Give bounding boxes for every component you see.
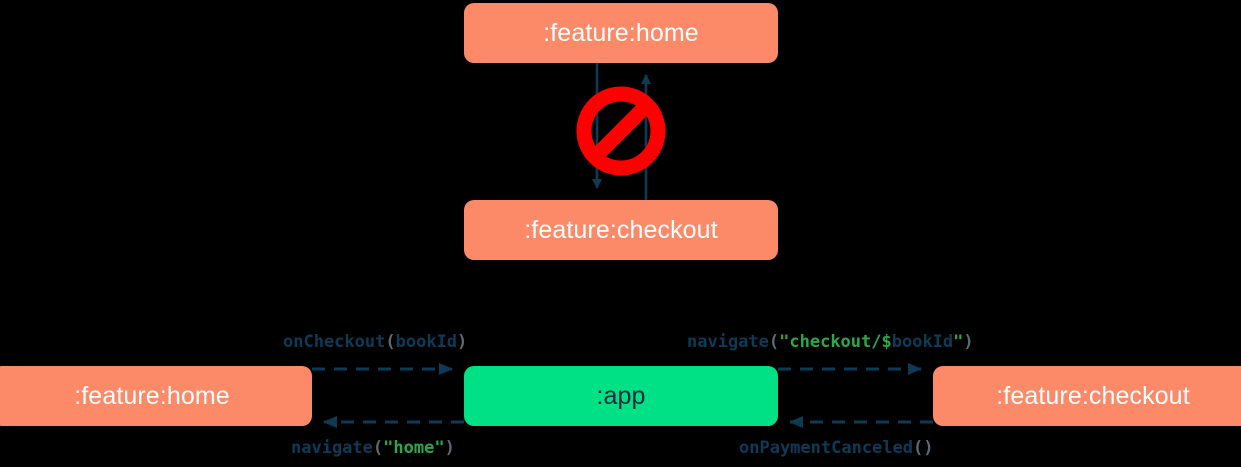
node-feature-home-bottom[interactable]: :feature:home (0, 366, 312, 426)
token-string-start: "checkout/$ (779, 332, 892, 352)
node-label: :feature:home (543, 18, 699, 47)
token-function-name: onCheckout (283, 332, 386, 352)
edge-label-navigate-checkout: navigate("checkout/$bookId") (687, 334, 974, 351)
node-app[interactable]: :app (464, 366, 778, 426)
node-label: :feature:home (74, 381, 230, 410)
token-paren-close: ) (457, 332, 468, 352)
token-paren-close: ) (963, 332, 974, 352)
edge-label-on-checkout: onCheckout(bookId) (283, 334, 467, 351)
node-feature-home-top[interactable]: :feature:home (464, 3, 778, 63)
node-feature-checkout-top[interactable]: :feature:checkout (464, 200, 778, 260)
token-function-name: onPaymentCanceled (739, 438, 913, 458)
token-paren-open: ( (913, 438, 924, 458)
token-string-end: " (953, 332, 964, 352)
token-function-name: navigate (687, 332, 769, 352)
token-function-name: navigate (291, 438, 373, 458)
node-label: :feature:checkout (524, 215, 718, 244)
token-paren-close: ) (923, 438, 934, 458)
token-string: "home" (383, 438, 445, 458)
node-feature-checkout-bottom[interactable]: :feature:checkout (933, 366, 1241, 426)
token-paren-close: ) (444, 438, 455, 458)
token-paren-open: ( (385, 332, 396, 352)
node-label: :app (596, 381, 646, 410)
token-paren-open: ( (768, 332, 780, 352)
node-label: :feature:checkout (996, 381, 1190, 410)
edge-label-navigate-home: navigate("home") (291, 440, 455, 457)
edge-label-on-payment-canceled: onPaymentCanceled() (739, 440, 934, 457)
token-paren-open: ( (372, 438, 384, 458)
token-interpolated-id: bookId (891, 332, 954, 352)
token-argument: bookId (395, 332, 458, 352)
no-entry-prohibited-icon (576, 86, 666, 176)
